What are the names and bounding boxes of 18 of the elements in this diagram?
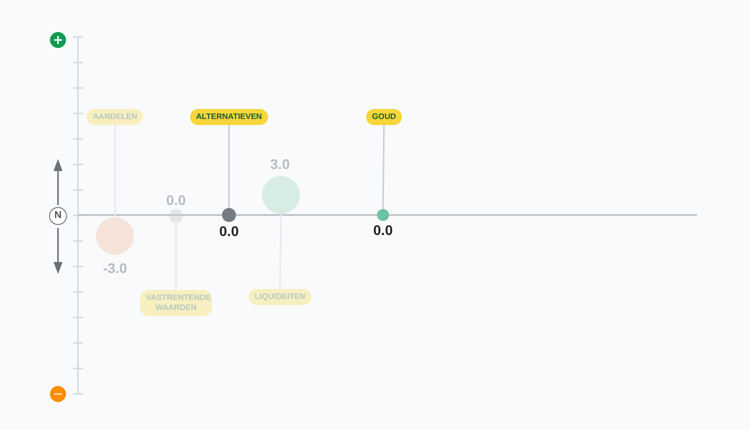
bubble [96,217,134,255]
value-label: 0.0 [219,223,239,239]
neutral-marker: N [49,207,67,225]
leader-line [382,124,385,210]
value-label: 3.0 [270,156,290,172]
value-label: -3.0 [102,260,128,276]
leader-line [228,125,230,208]
category-label: LIQUIDEITEN [248,289,312,305]
value-label: 0.0 [373,222,393,238]
category-label: VASTRENTENDE WAARDEN [140,290,212,316]
bubble [377,209,389,221]
category-label: AANDELEN [86,109,144,125]
bubble [262,176,300,214]
bubble [169,209,183,223]
category-label: GOUD [366,109,402,125]
category-label: ALTERNATIEVEN [190,109,268,125]
bubble [222,208,236,222]
value-label: 0.0 [166,192,186,208]
